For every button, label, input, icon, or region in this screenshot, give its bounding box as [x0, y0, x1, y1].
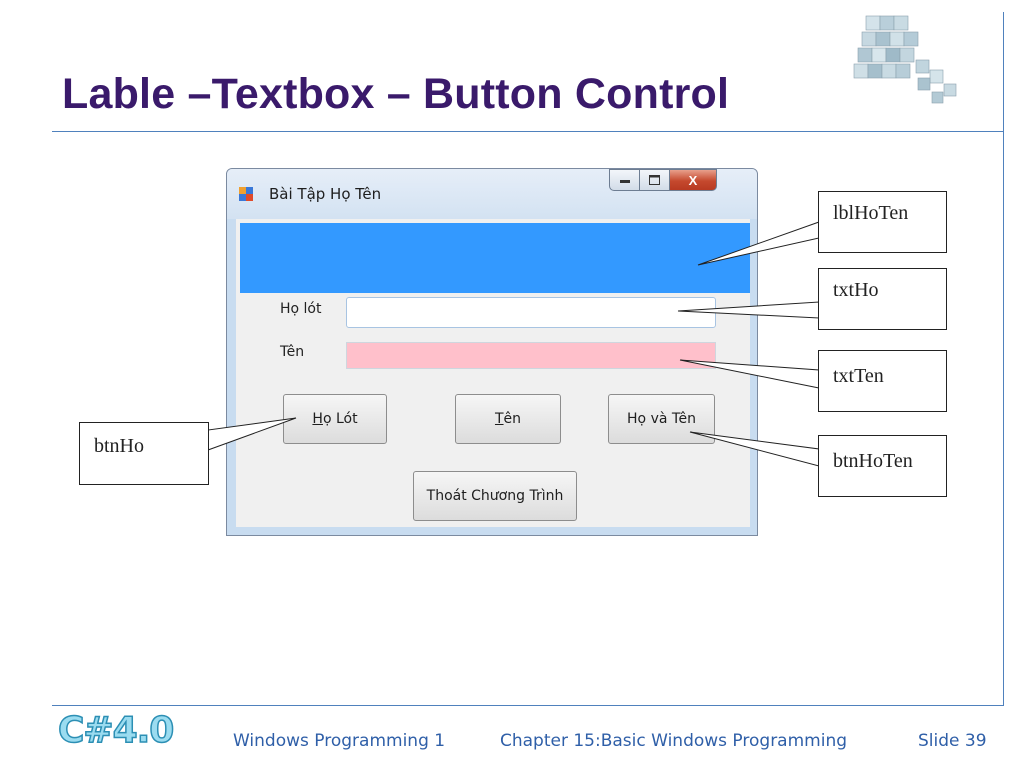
lbl-hoten-label	[240, 223, 750, 293]
ten-button-mnemonic: T	[494, 411, 504, 427]
callout-txtten: txtTen	[818, 350, 947, 412]
form-icon	[239, 187, 253, 201]
exit-button-label: Thoát Chương Trình	[426, 488, 564, 504]
ho-lot-button-label: ọ Lót	[322, 411, 358, 427]
csharp-logo: C#4.0	[57, 709, 175, 752]
ho-va-ten-button-label: Họ và Tên	[627, 411, 696, 427]
txt-ten-input[interactable]	[346, 342, 716, 369]
maximize-icon	[649, 175, 660, 185]
window-title: Bài Tập Họ Tên	[269, 185, 382, 203]
slide-title: Lable –Textbox – Button Control	[62, 70, 730, 118]
right-rule	[1003, 12, 1004, 705]
callout-lblhoten: lblHoTen	[818, 191, 947, 253]
txt-ho-input[interactable]	[346, 297, 716, 328]
maximize-button[interactable]	[639, 169, 670, 191]
footer-rule	[52, 705, 1004, 706]
window-titlebar[interactable]: Bài Tập Họ Tên X	[227, 169, 757, 219]
exit-button[interactable]: Thoát Chương Trình	[413, 471, 577, 521]
close-button[interactable]: X	[669, 169, 717, 191]
callout-btnho: btnHo	[79, 422, 209, 485]
ten-label: Tên	[280, 344, 305, 360]
footer-slide-number: Slide 39	[918, 731, 987, 751]
cubes-logo-icon	[853, 15, 957, 104]
minimize-icon	[619, 180, 630, 183]
ten-button-label: ên	[503, 411, 522, 427]
callout-txtho: txtHo	[818, 268, 947, 330]
ho-lot-label: Họ lót	[280, 301, 322, 317]
title-rule	[52, 131, 1004, 132]
footer-chapter: Chapter 15:Basic Windows Programming	[500, 731, 848, 751]
close-icon: X	[688, 172, 698, 188]
ho-lot-button-mnemonic: H	[312, 411, 323, 427]
footer-course: Windows Programming 1	[233, 731, 446, 751]
minimize-button[interactable]	[609, 169, 640, 191]
callout-btnhoten: btnHoTen	[818, 435, 947, 497]
ho-va-ten-button[interactable]: Họ và Tên	[608, 394, 715, 444]
